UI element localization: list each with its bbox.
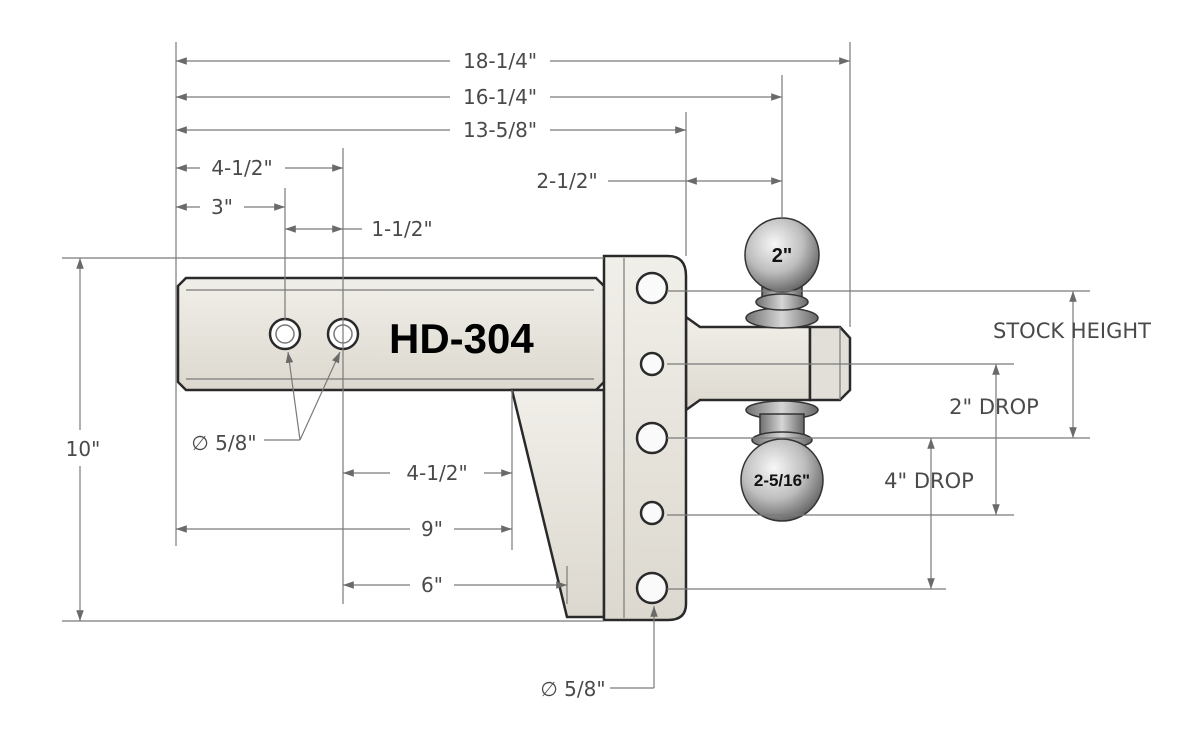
dim-shank-length: 9"	[421, 517, 443, 541]
dim-stock-height: STOCK HEIGHT	[993, 319, 1151, 343]
hitch-part	[176, 217, 852, 622]
dim-shank-to-gusset: 6"	[421, 573, 443, 597]
bottom-ball-size-label: 2-5/16"	[754, 471, 810, 490]
plate-hole-4	[639, 500, 665, 526]
dim-height: 10"	[66, 437, 101, 461]
plate-hole-1	[635, 271, 669, 305]
dim-drop-2: 2" DROP	[949, 395, 1039, 419]
dimension-lines	[76, 57, 1077, 689]
model-label: HD-304	[389, 315, 534, 362]
dim-plate-hole-dia: ∅ 5/8"	[540, 677, 605, 701]
plate-hole-2	[639, 351, 665, 377]
dim-drop-4: 4" DROP	[884, 469, 974, 493]
plate-hole-5	[635, 571, 669, 605]
plate-hole-3	[635, 421, 669, 455]
dim-first-hole: 4-1/2"	[211, 156, 272, 180]
top-hitch-ball	[744, 217, 820, 329]
dim-second-hole: 3"	[211, 195, 233, 219]
gusset	[510, 388, 606, 619]
top-ball-size-label: 2"	[772, 245, 793, 267]
dim-overall-length: 18-1/4"	[463, 49, 537, 73]
bottom-hitch-ball	[740, 400, 824, 522]
dim-plate-to-ball: 2-1/2"	[536, 169, 597, 193]
dim-to-plate: 13-5/8"	[463, 118, 537, 142]
dim-hole-spacing: 1-1/2"	[371, 217, 432, 241]
shank-hole-1	[268, 317, 302, 351]
dim-to-top-ball: 16-1/4"	[463, 85, 537, 109]
extension-lines	[62, 42, 1090, 622]
dim-gusset-offset: 4-1/2"	[406, 461, 467, 485]
dim-shank-hole-dia: ∅ 5/8"	[191, 431, 256, 455]
